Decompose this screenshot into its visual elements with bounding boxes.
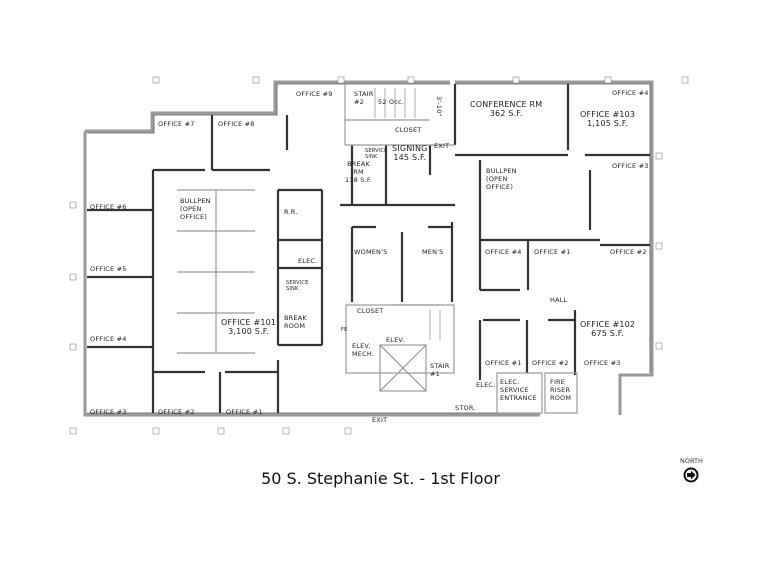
room-office-102: OFFICE #102 675 S.F. — [580, 320, 636, 338]
cubicle-partitions — [177, 84, 578, 414]
room-fire-riser: FIRE RISER ROOM — [550, 378, 572, 402]
occupancy-label: 52 Occ. — [378, 98, 405, 106]
room-closet-mid: CLOSET — [357, 307, 384, 315]
room-office-5: OFFICE #5 — [90, 265, 127, 273]
column-markers — [69, 76, 689, 435]
room-break-room: BREAK ROOM — [284, 314, 307, 330]
room-stair-2: STAIR #2 — [354, 90, 374, 106]
room-conference: CONFERENCE RM 362 S.F. — [470, 100, 543, 118]
room-office-2-suite102: OFFICE #2 — [532, 359, 569, 367]
exit-bottom: EXIT — [372, 416, 388, 424]
room-office-2-right: OFFICE #2 — [610, 248, 647, 256]
room-office-8: OFFICE #8 — [218, 120, 255, 128]
stair-treads — [374, 88, 441, 340]
north-label: NORTH — [680, 457, 703, 465]
room-office-101: OFFICE #101 3,100 S.F. — [221, 318, 277, 336]
room-stair-1: STAIR #1 — [430, 362, 450, 378]
room-office-3-right: OFFICE #3 — [612, 162, 649, 170]
room-service-sink-top: SERVICE SINK — [365, 148, 388, 160]
room-office-4-right: OFFICE #4 — [485, 248, 522, 256]
room-office-103: OFFICE #103 1,105 S.F. — [580, 110, 636, 128]
room-office-6: OFFICE #6 — [90, 203, 127, 211]
room-office-1-right: OFFICE #1 — [534, 248, 571, 256]
room-elev-mech: ELEV. MECH. — [352, 342, 375, 358]
room-bullpen-left: BULLPEN (OPEN OFFICE) — [180, 197, 211, 221]
stair-dimension: 3'-10" — [435, 96, 443, 117]
room-office-2-left: OFFICE #2 — [158, 408, 195, 416]
room-office-9: OFFICE #9 — [296, 90, 333, 98]
room-break-rm: BREAK RM 138 S.F. — [345, 160, 373, 184]
room-storage: STOR. — [455, 404, 476, 412]
room-elec-left: ELEC. — [298, 257, 318, 265]
page-title: 50 S. Stephanie St. - 1st Floor — [261, 469, 500, 488]
room-office-1-left: OFFICE #1 — [226, 408, 263, 416]
room-signing: SIGNING 145 S.F. — [392, 144, 428, 162]
room-office-3-suite102: OFFICE #3 — [584, 359, 621, 367]
exit-top: EXIT — [434, 142, 450, 150]
room-office-7: OFFICE #7 — [158, 120, 195, 128]
room-mens: MEN'S — [422, 248, 444, 256]
room-office-4-left: OFFICE #4 — [90, 335, 127, 343]
north-arrow-icon — [683, 467, 699, 483]
room-office-3-left: OFFICE #3 — [90, 408, 127, 416]
room-service-sink: SERVICE SINK — [286, 280, 309, 292]
interior-walls — [87, 84, 650, 413]
room-restroom: R.R. — [284, 208, 298, 216]
room-womens: WOMEN'S — [354, 248, 388, 256]
room-bullpen-right: BULLPEN (OPEN OFFICE) — [486, 167, 517, 191]
exterior-walls — [83, 80, 654, 417]
room-office-4-suite103: OFFICE #4 — [612, 89, 649, 97]
room-elec-service-entrance: ELEC. SERVICE ENTRANCE — [500, 378, 537, 402]
hall-label: HALL — [550, 296, 568, 304]
room-office-1-suite102: OFFICE #1 — [485, 359, 522, 367]
room-closet-top: CLOSET — [395, 126, 422, 134]
fire-extinguisher: FE — [341, 327, 348, 333]
room-elevator: ELEV. — [386, 336, 405, 344]
room-elec-right: ELEC. — [476, 381, 496, 389]
